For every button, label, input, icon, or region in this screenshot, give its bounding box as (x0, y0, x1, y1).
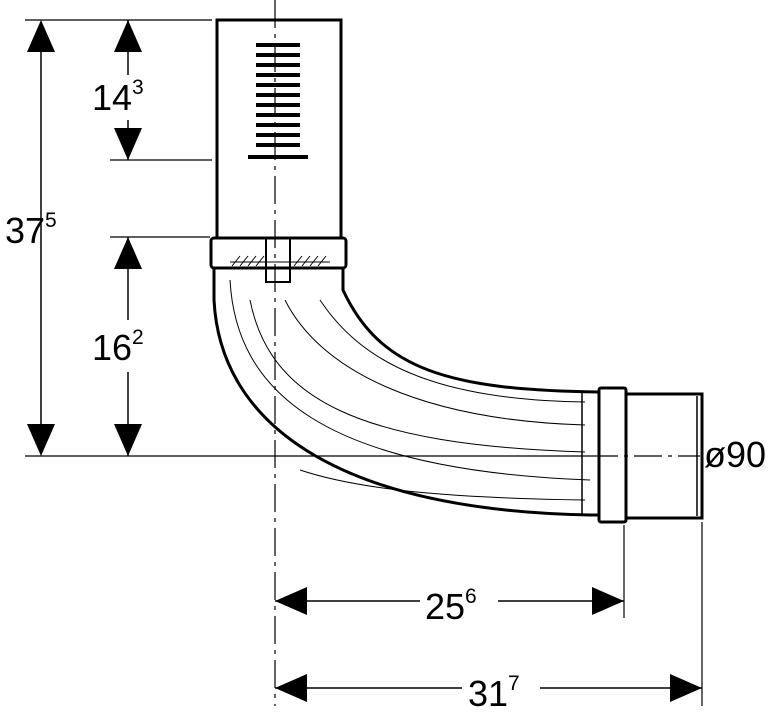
dimension-center-to-end (275, 674, 702, 702)
dimension-insertion-depth (114, 20, 142, 160)
label-overall-height: 375 (5, 209, 57, 251)
dimension-bend-height (114, 237, 142, 456)
label-diameter: ø90 (704, 434, 766, 475)
dimension-center-to-sleeve (275, 587, 624, 615)
extension-lines (25, 19, 703, 706)
label-bend-height: 162 (92, 326, 144, 368)
dimension-overall-height (27, 20, 55, 456)
label-center-to-end: 317 (468, 672, 520, 712)
label-insertion-depth: 143 (92, 76, 144, 118)
pipe-bend (212, 268, 599, 517)
depth-marking (248, 43, 308, 159)
pipe-socket-right (597, 386, 704, 524)
pipe-socket-top (209, 18, 348, 283)
center-lines (274, 0, 700, 706)
label-center-to-sleeve: 256 (425, 585, 477, 627)
hatch-ring (231, 255, 327, 267)
